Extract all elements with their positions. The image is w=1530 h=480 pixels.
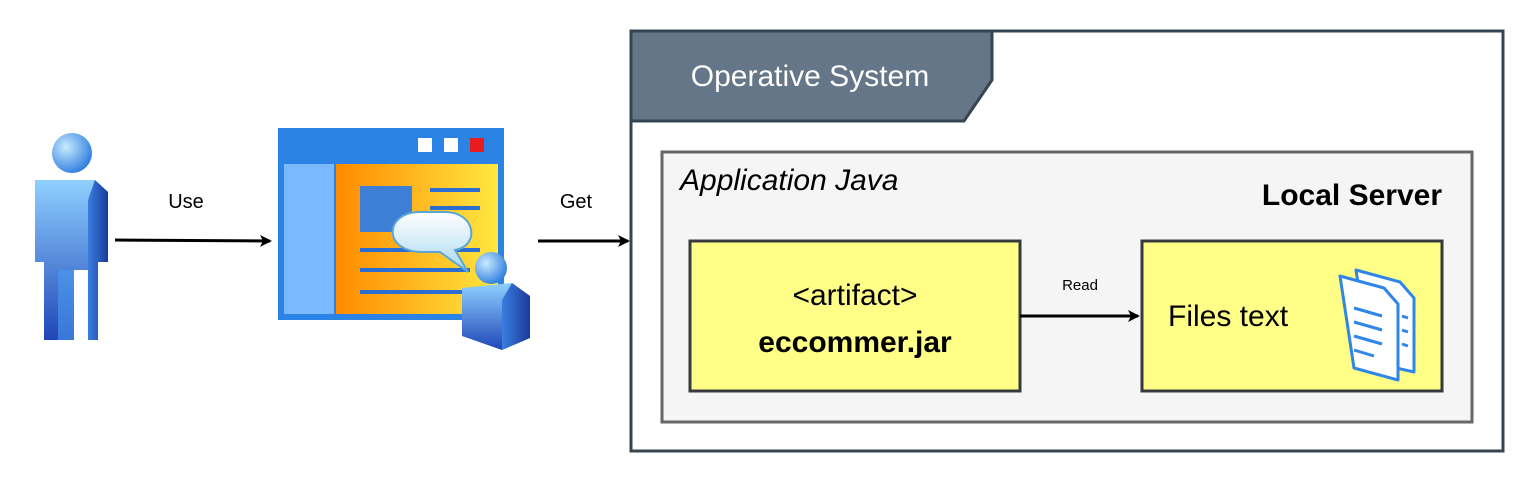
artifact-name: eccommer.jar [758,326,952,359]
files-box: Files text [1140,239,1444,393]
read-connector: Read [1020,277,1140,322]
read-label: Read [1062,277,1098,294]
use-label: Use [168,191,204,213]
artifact-stereotype: <artifact> [792,279,917,312]
documents-icon [1338,268,1416,382]
user-icon [35,133,108,340]
application-java-title: Application Java [678,164,898,197]
operative-system-title: Operative System [691,60,929,93]
local-server-label: Local Server [1262,179,1442,212]
artifact-box: <artifact> eccommer.jar [688,239,1022,393]
get-label: Get [560,191,593,213]
files-label: Files text [1168,300,1289,333]
get-connector: Get [538,191,630,247]
use-connector: Use [114,191,272,247]
web-application-icon [278,128,530,350]
